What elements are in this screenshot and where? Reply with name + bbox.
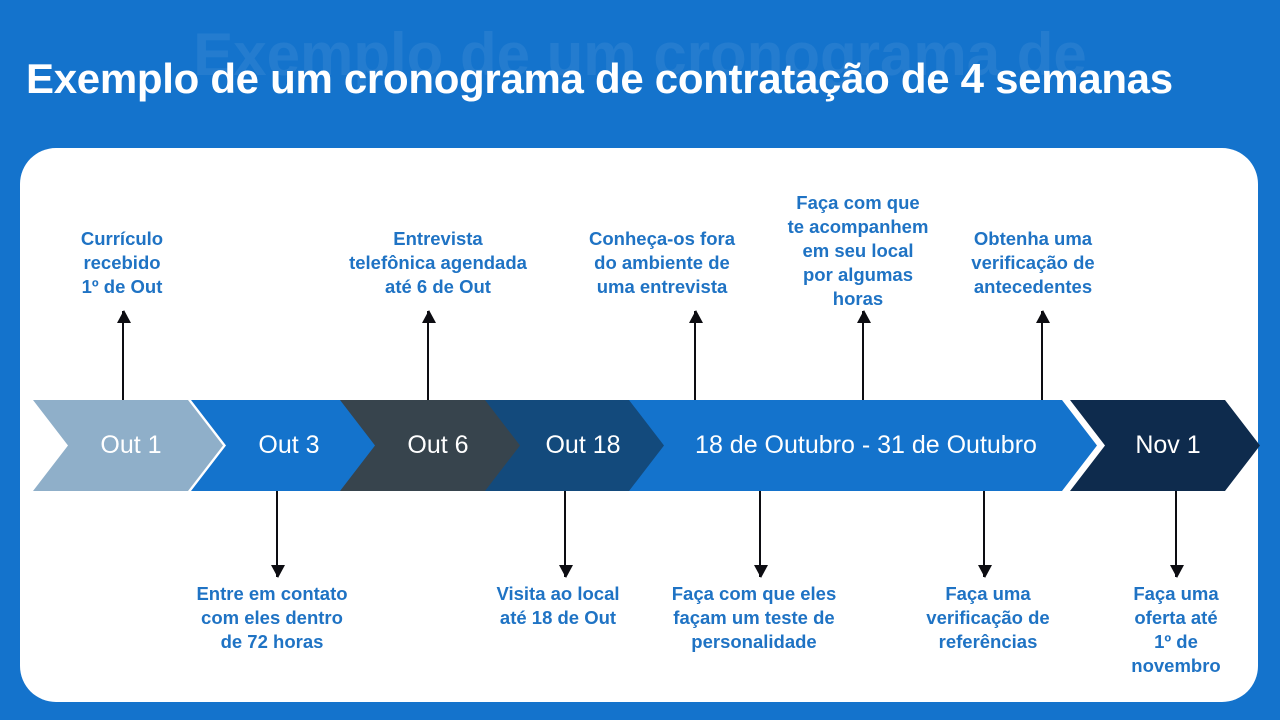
arrow-stem — [983, 491, 986, 577]
arrow-head — [1035, 310, 1050, 323]
arrow-stem — [694, 311, 697, 401]
arrow-head — [421, 310, 436, 323]
arrow-stem — [1041, 311, 1044, 401]
arrow-stem — [862, 311, 865, 401]
timeline-stage-label: Out 18 — [545, 431, 621, 459]
arrow-stem — [1175, 491, 1178, 577]
arrow-head — [688, 310, 703, 323]
connector-arrow-down-3 — [753, 491, 768, 578]
arrow-head — [270, 565, 285, 578]
timeline-stage-out-1[interactable]: Out 1 — [33, 400, 223, 491]
arrow-head — [116, 310, 131, 323]
arrow-head — [753, 565, 768, 578]
connector-arrow-up-2 — [421, 310, 436, 401]
timeline-chevron-band: Out 1 Out 3 Out 6 Out 18 18 de Outubro -… — [20, 400, 1260, 491]
timeline-stage-label: Nov 1 — [1135, 431, 1201, 459]
timeline-stage-label: Out 6 — [407, 431, 469, 459]
arrow-stem — [427, 311, 430, 401]
arrow-stem — [564, 491, 567, 577]
arrow-stem — [759, 491, 762, 577]
connector-arrow-down-2 — [558, 491, 573, 578]
timeline-stage-outubro-range[interactable]: 18 de Outubro - 31 de Outubro — [629, 400, 1097, 491]
connector-arrow-up-3 — [688, 310, 703, 401]
connector-arrow-down-1 — [270, 491, 285, 578]
timeline-stage-label: 18 de Outubro - 31 de Outubro — [695, 431, 1037, 459]
arrow-head — [558, 565, 573, 578]
arrow-head — [977, 565, 992, 578]
connector-arrow-up-4 — [856, 310, 871, 401]
connector-arrow-down-4 — [977, 491, 992, 578]
arrow-stem — [122, 311, 125, 401]
connector-arrow-up-5 — [1035, 310, 1050, 401]
connector-arrow-down-5 — [1169, 491, 1184, 578]
arrow-head — [856, 310, 871, 323]
arrow-head — [1169, 565, 1184, 578]
timeline-stage-nov-1[interactable]: Nov 1 — [1070, 400, 1260, 491]
timeline-stage-label: Out 3 — [258, 431, 320, 459]
timeline-stage-label: Out 1 — [100, 431, 162, 459]
connector-arrow-up-1 — [116, 310, 131, 401]
page-title: Exemplo de um cronograma de contratação … — [26, 55, 1173, 102]
arrow-stem — [276, 491, 279, 577]
